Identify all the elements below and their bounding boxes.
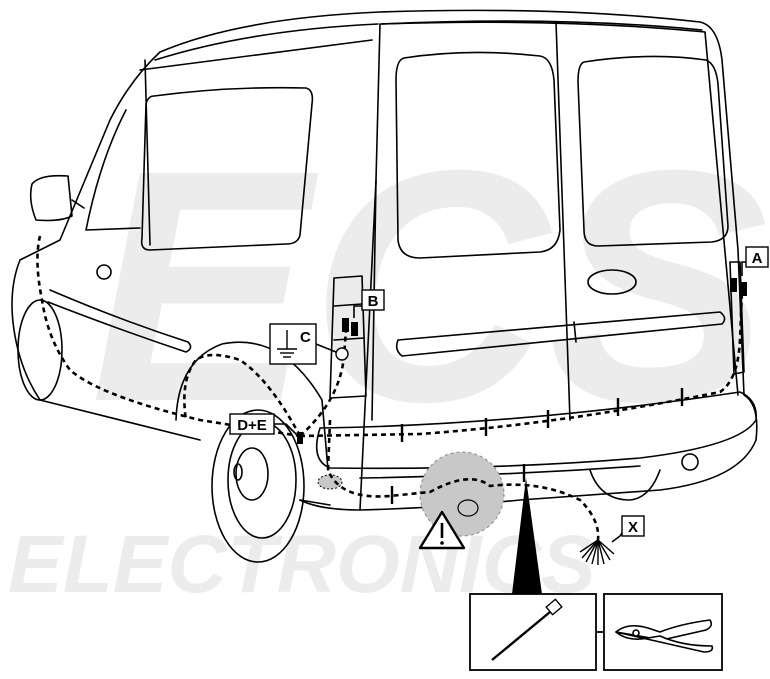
connector-a (730, 278, 737, 292)
label-b-text: B (368, 293, 379, 310)
side-mirror (29, 174, 73, 222)
rear-window-left (395, 51, 561, 259)
underbody (589, 469, 661, 501)
side-crease (47, 289, 192, 353)
label-a-text: A (752, 250, 763, 267)
door-split (555, 21, 571, 421)
tail-light-left (329, 275, 367, 399)
harness-rear-run (299, 289, 744, 438)
label-b: B (353, 289, 385, 318)
harness-front-run (36, 235, 301, 438)
watermark: ECS ELECTRONICS (8, 101, 770, 610)
wire-fan-icon (579, 539, 615, 565)
harness-lower-run (326, 419, 600, 541)
connectors (297, 278, 747, 444)
ground-symbol-icon (277, 330, 297, 358)
harness-arch-loop (183, 353, 302, 437)
label-x: X (579, 515, 645, 565)
van-illustration (11, 9, 758, 563)
rear-bumper (315, 391, 757, 470)
highlight-circle (419, 451, 505, 537)
wiring-harness (36, 235, 744, 541)
side-cutter-icon (615, 619, 714, 653)
label-x-text: X (628, 519, 638, 536)
side-panel (11, 51, 201, 441)
cable-tie-panel (469, 593, 597, 671)
ground-point (335, 347, 349, 361)
callout-pointer (512, 478, 542, 594)
rear-wheel (211, 409, 305, 563)
label-c: C (269, 323, 337, 365)
label-a: A (741, 246, 769, 276)
tail-light-right (729, 261, 745, 375)
cable-tie-icon (491, 598, 563, 661)
cable-tie-marks (390, 388, 684, 504)
warning-triangle-icon (418, 510, 466, 550)
cutter-panel (603, 593, 723, 671)
side-window (140, 86, 314, 251)
door-handle (587, 269, 637, 295)
label-de: D+E (229, 413, 299, 437)
grommet (317, 474, 343, 490)
connector-de (297, 432, 303, 444)
rear-rub-strip (395, 311, 726, 357)
connector-b (342, 318, 349, 332)
label-de-text: D+E (237, 417, 267, 434)
front-wheel (17, 299, 63, 401)
label-c-text: C (300, 329, 311, 346)
rear-window-right (577, 55, 729, 247)
wheel-arch (175, 341, 329, 471)
watermark-ecs: ECS (90, 101, 770, 470)
